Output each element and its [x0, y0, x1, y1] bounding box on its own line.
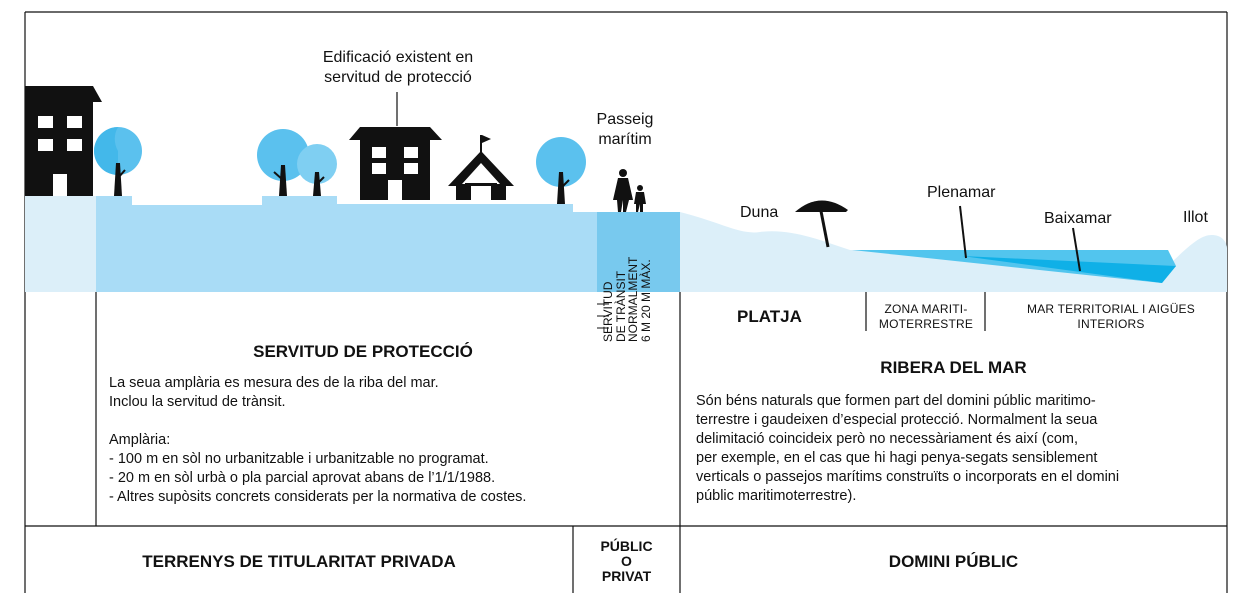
seashore-title: RIBERA DEL MAR	[880, 358, 1027, 377]
transit-strip	[597, 212, 680, 292]
seashore-description: Són béns naturals que formen part del do…	[696, 393, 1120, 504]
easement-dash-marks	[597, 303, 609, 329]
sea-shape	[852, 250, 1176, 283]
building-label: Edificació existent en servitud de prote…	[322, 49, 474, 86]
transit-easement-label: SERVITUD DE TRÀNSIT NORMALMENT 6 M 20 M …	[601, 256, 653, 342]
maritime-land-zone-label: ZONA MARITI- MOTERRESTRE	[878, 302, 974, 331]
low-tide-marker	[1072, 227, 1081, 272]
tree-icon	[297, 144, 337, 196]
left-ground	[25, 196, 97, 292]
tree-icon	[94, 127, 142, 196]
pedestrians-icon	[613, 169, 646, 212]
protection-description: La seua amplària es mesura des de la rib…	[109, 375, 527, 505]
protection-title: SERVITUD DE PROTECCIÓ	[253, 342, 473, 361]
beach-zone-label: PLATJA	[737, 307, 802, 326]
private-land-label: TERRENYS DE TITULARITAT PRIVADA	[142, 552, 456, 571]
tree-icon	[536, 137, 586, 204]
existing-building-icon	[349, 127, 442, 200]
deep-sea-shape	[962, 256, 1176, 283]
promenade-label: Passeig marítim	[596, 111, 654, 148]
church-icon	[448, 135, 514, 200]
high-tide-label: Plenamar	[927, 184, 996, 201]
territorial-sea-label: MAR TERRITORIAL I AIGÜES INTERIORS	[1027, 302, 1195, 331]
dune-label: Duna	[740, 204, 779, 221]
islet-label: Illot	[1183, 209, 1208, 226]
protection-strip	[96, 196, 598, 292]
public-domain-label: DOMINI PÚBLIC	[888, 552, 1019, 571]
tree-icon	[257, 129, 309, 196]
public-or-private-label: PÚBLIC O PRIVAT	[600, 538, 653, 584]
beach-umbrella-icon	[795, 200, 848, 248]
high-tide-marker	[959, 205, 967, 259]
low-tide-label: Baixamar	[1044, 210, 1112, 227]
tall-building-icon	[25, 86, 102, 196]
